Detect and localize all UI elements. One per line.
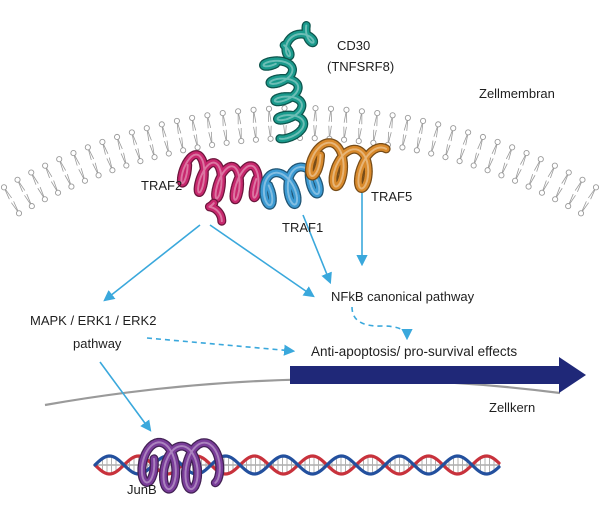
arrow-mapk-to-junb bbox=[99, 361, 152, 432]
traf2-protein-icon bbox=[176, 150, 263, 226]
arrow-traf2-to-mapk bbox=[103, 224, 201, 302]
traf1-protein-icon bbox=[259, 160, 324, 210]
junb-protein-icon bbox=[137, 437, 225, 494]
proteins bbox=[137, 21, 391, 494]
mapk-label: MAPK / ERK1 / ERK2 bbox=[30, 313, 156, 328]
junb-label: JunB bbox=[127, 482, 157, 497]
nfkb-label: NFkB canonical pathway bbox=[331, 289, 475, 304]
traf2-label: TRAF2 bbox=[141, 178, 182, 193]
arrow-mapk-to-antiapoptosis bbox=[146, 337, 296, 356]
nucleus-label: Zellkern bbox=[489, 400, 535, 415]
cd30-label: CD30 bbox=[337, 38, 370, 53]
labels: CD30 (TNFSRF8) Zellmembran TRAF2 TRAF1 T… bbox=[30, 38, 555, 497]
cd30-sublabel: (TNFSRF8) bbox=[327, 59, 394, 74]
arrow-traf1-to-nfkb bbox=[302, 214, 332, 285]
arrow-nfkb-to-antiapoptosis bbox=[351, 306, 413, 341]
traf1-label: TRAF1 bbox=[282, 220, 323, 235]
antiapoptosis-big-arrow bbox=[290, 357, 586, 393]
traf5-protein-icon bbox=[305, 138, 391, 193]
membrane-label: Zellmembran bbox=[479, 86, 555, 101]
mapk-sublabel: pathway bbox=[73, 336, 122, 351]
signaling-arrows bbox=[99, 193, 413, 432]
traf5-label: TRAF5 bbox=[371, 189, 412, 204]
antiapoptosis-label: Anti-apoptosis/ pro-survival effects bbox=[311, 344, 517, 359]
arrow-traf2-to-nfkb bbox=[209, 224, 315, 298]
cd30-protein-icon bbox=[259, 21, 319, 144]
